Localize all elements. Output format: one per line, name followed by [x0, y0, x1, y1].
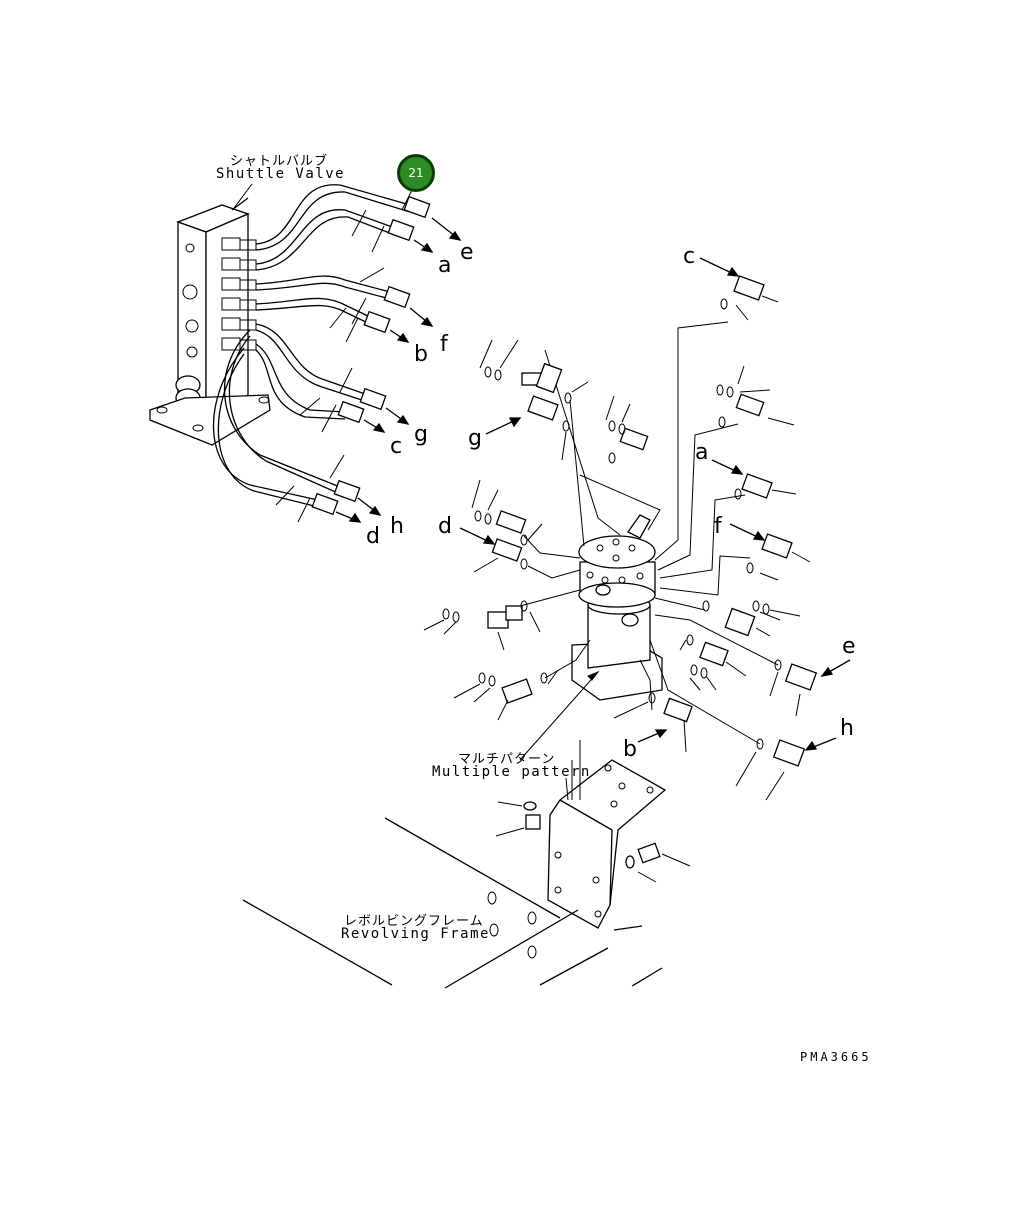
shuttle-valve-jp-label: シャトルバルブ	[230, 154, 329, 169]
port-letter: c	[683, 244, 696, 269]
port-letter: b	[623, 737, 637, 762]
port-letter: e	[842, 634, 856, 659]
hose-leaders	[275, 209, 385, 523]
revolving-frame-en-label: Revolving Frame	[341, 926, 490, 942]
port-letter: h	[840, 716, 854, 741]
shuttle-valve-en-label: Shuttle Valve	[216, 166, 346, 182]
port-letter: e	[460, 240, 474, 265]
multiple-pattern-en-label: Multiple pattern	[432, 764, 591, 780]
shuttle-valve-block	[149, 197, 271, 446]
port-letter: a	[438, 253, 452, 278]
port-letter: f	[440, 332, 448, 357]
port-letter: f	[714, 514, 722, 539]
multiple-pattern-jp-label: マルチパターン	[458, 752, 556, 767]
port-letter: a	[695, 440, 709, 465]
port-letter: g	[468, 426, 482, 451]
multiple-pattern-leader	[519, 670, 600, 800]
port-letter: b	[414, 342, 428, 367]
revolving-frame-jp-label: レボルビングフレーム	[344, 914, 484, 929]
port-letter: c	[390, 434, 403, 459]
drawing-code: PMA3665	[800, 1050, 872, 1064]
revolving-frame	[242, 817, 663, 989]
port-letter: d	[438, 514, 452, 539]
fittings	[423, 257, 851, 801]
callout-badge[interactable]: 21	[397, 154, 435, 192]
label-leaders	[233, 183, 569, 801]
port-letter: d	[366, 524, 380, 549]
swivel-joint	[571, 514, 663, 701]
callout-leader	[401, 189, 413, 211]
hose-end-fittings	[311, 195, 431, 516]
port-letter: g	[414, 422, 428, 447]
hose-arrows	[335, 217, 462, 523]
port-letter: h	[390, 514, 404, 539]
port-leaders	[519, 321, 779, 745]
mounting-bracket	[495, 740, 691, 929]
callout-number: 21	[408, 166, 424, 180]
